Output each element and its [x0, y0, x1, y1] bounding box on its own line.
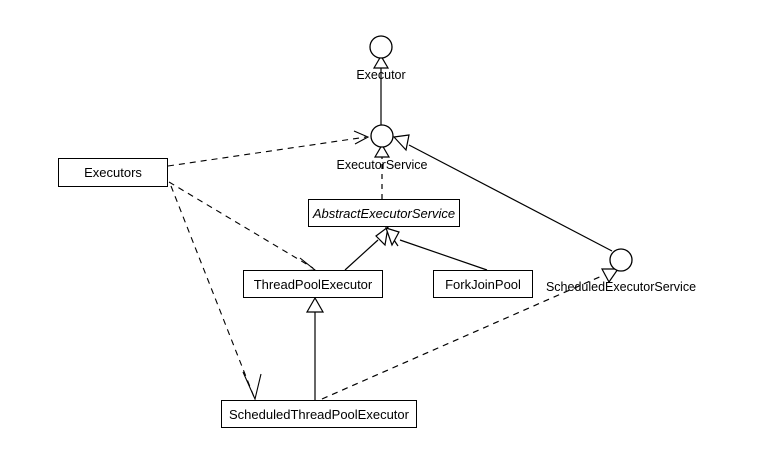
hollow-triangle-arrowhead [375, 225, 389, 247]
hollow-triangle-arrowhead [392, 134, 410, 152]
connector-abstractexecutorservice-implements-executorservice [373, 143, 391, 199]
interface-circle-scheduled-executor-service[interactable] [609, 248, 633, 272]
connector-executors-uses-executorservice [167, 130, 370, 167]
class-box-executors[interactable]: Executors [58, 158, 168, 187]
hollow-triangle-arrowhead [373, 143, 391, 158]
class-box-scheduled-thread-pool-executor[interactable]: ScheduledThreadPoolExecutor [221, 400, 417, 428]
connector-executors-uses-scheduledthreadpoolexecutor [170, 185, 262, 401]
class-box-thread-pool-executor[interactable]: ThreadPoolExecutor [243, 270, 383, 298]
interface-label-scheduled-executor-service: ScheduledExecutorService [545, 280, 697, 294]
connector-scheduledexecutorservice-extends-executorservice [392, 134, 613, 252]
connector-executorservice-extends-executor [372, 54, 390, 125]
interface-circle-executor-service[interactable] [370, 124, 394, 148]
class-box-fork-join-pool[interactable]: ForkJoinPool [433, 270, 533, 298]
hollow-triangle-arrowhead [600, 268, 620, 284]
open-arrowhead [242, 371, 262, 401]
hollow-triangle-arrowhead [372, 54, 390, 69]
connector-threadpoolexecutor-extends-abstractexecutorservice [344, 225, 389, 271]
interface-label-executor: Executor [356, 68, 406, 82]
open-arrowhead [353, 130, 370, 145]
class-box-abstract-executor-service[interactable]: AbstractExecutorService [308, 199, 460, 227]
hollow-triangle-arrowhead [305, 296, 325, 313]
interface-label-executor-service: ExecutorService [336, 158, 428, 172]
connector-forkjoinpool-extends-abstractexecutorservice [385, 227, 488, 271]
connector-scheduledthreadpoolexecutor-implements-scheduledexecutorservice [321, 268, 620, 400]
hollow-triangle-arrowhead-2 [385, 227, 400, 247]
interface-circle-executor[interactable] [369, 35, 393, 59]
connector-executors-uses-threadpoolexecutor [168, 181, 317, 272]
connector-scheduledthreadpoolexecutor-extends-threadpoolexecutor [305, 296, 325, 400]
